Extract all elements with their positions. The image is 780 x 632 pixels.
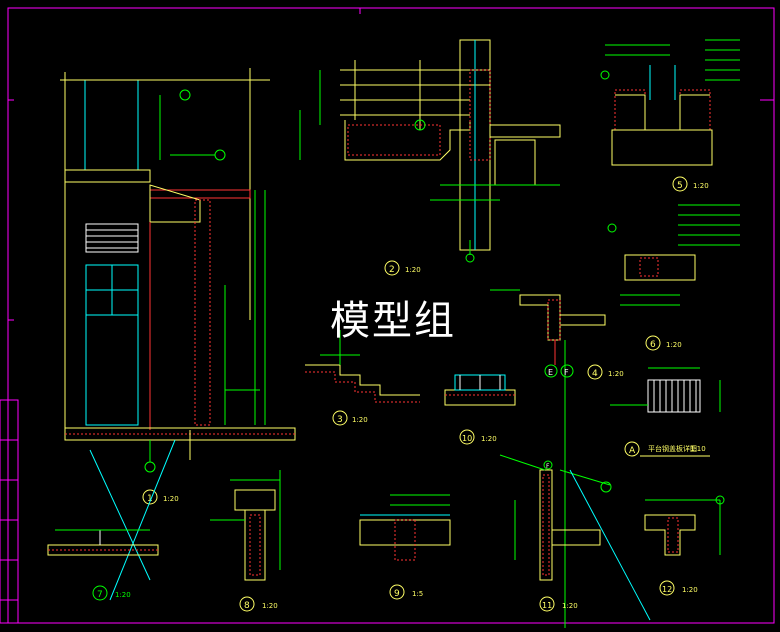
detail-4-section: E F 4 1:20 — [490, 289, 624, 628]
detail-a-title: 平台钢盖板详图 — [648, 444, 697, 453]
detail-4-scale: 1:20 — [608, 370, 624, 378]
title-strip — [0, 399, 19, 624]
detail-12-scale: 1:20 — [682, 586, 698, 594]
detail-a-grating: A 平台钢盖板详图 1:10 — [610, 367, 721, 457]
detail-9-scale: 1:5 — [412, 590, 423, 598]
detail-5-scale: 1:20 — [693, 182, 709, 190]
detail-2-section: 2 1:20 — [299, 39, 561, 276]
detail-9-number: 9 — [394, 589, 400, 599]
detail-5-section: 5 1:20 — [600, 39, 740, 192]
detail-4-number: 4 — [592, 369, 598, 379]
detail-1-number: 1 — [147, 494, 153, 504]
detail-12-section: 12 1:20 — [644, 495, 725, 596]
detail-a-letter: A — [629, 446, 636, 456]
detail-6-scale: 1:20 — [666, 341, 682, 349]
grid-label-f2: F — [546, 463, 550, 470]
detail-6-section: 6 1:20 — [607, 204, 740, 351]
grid-label-f: F — [564, 368, 569, 377]
detail-11-number: 11 — [542, 601, 552, 610]
detail-11-scale: 1:20 — [562, 602, 578, 610]
detail-8-scale: 1:20 — [262, 602, 278, 610]
grid-label-e: E — [548, 368, 553, 377]
detail-12-number: 12 — [662, 585, 672, 594]
detail-3-number: 3 — [337, 415, 343, 425]
detail-5-number: 5 — [677, 181, 683, 191]
detail-2-scale: 1:20 — [405, 266, 421, 274]
detail-10-scale: 1:20 — [481, 435, 497, 443]
detail-1-section: 1 1:20 — [60, 68, 296, 505]
detail-8-section: 8 1:20 — [210, 470, 281, 612]
detail-10-number: 10 — [462, 434, 472, 443]
sheet-border — [7, 7, 775, 624]
section-cut-line — [89, 449, 151, 581]
section-cut-line-2 — [569, 469, 651, 621]
detail-8-number: 8 — [244, 601, 250, 611]
detail-11-section: F 11 1:20 — [499, 454, 612, 612]
detail-7-scale: 1:20 — [115, 591, 131, 599]
detail-6-number: 6 — [650, 340, 656, 350]
detail-3-section: 3 1:20 — [305, 330, 420, 426]
detail-2-number: 2 — [389, 265, 395, 275]
watermark: 模型组 — [330, 298, 456, 344]
detail-3-scale: 1:20 — [352, 416, 368, 424]
detail-1-scale: 1:20 — [163, 495, 179, 503]
detail-9-section: 9 1:5 — [359, 494, 451, 600]
detail-a-scale: 1:10 — [690, 445, 706, 453]
detail-10-section: 10 1:20 — [444, 374, 516, 445]
detail-7-section: 7 1:20 — [47, 529, 159, 601]
detail-7-number: 7 — [97, 590, 103, 600]
